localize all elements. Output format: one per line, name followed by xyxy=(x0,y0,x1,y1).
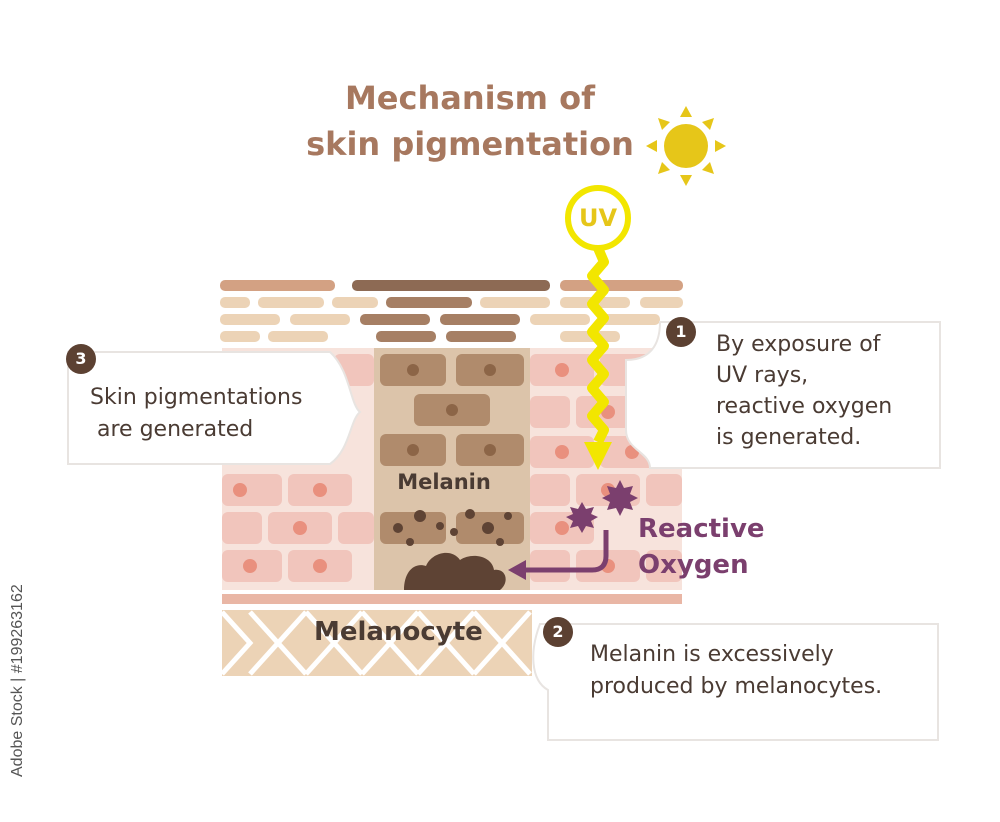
step-3-line-2: are generated xyxy=(90,417,254,442)
step-3-badge: 3 xyxy=(66,344,96,374)
dermis xyxy=(220,610,532,676)
reactive-oxygen-label-line-1: Reactive xyxy=(638,514,765,544)
page-title-line-2: skin pigmentation xyxy=(306,125,634,163)
step-2-line-2: produced by melanocytes. xyxy=(590,674,883,699)
step-1-line-3: reactive oxygen xyxy=(716,394,893,419)
step-2-badge: 2 xyxy=(543,617,573,647)
step-3-box xyxy=(67,351,362,465)
stock-watermark: Adobe Stock | #199263162 xyxy=(9,584,26,777)
reactive-oxygen-arrow xyxy=(508,530,609,580)
sun-icon xyxy=(646,106,726,186)
melanin-cells xyxy=(380,354,524,544)
melanocyte-label: Melanocyte xyxy=(314,617,483,647)
step-1-line-4: is generated. xyxy=(716,425,862,450)
step-2-box xyxy=(532,623,939,741)
melanin-column xyxy=(374,348,530,590)
step-1-line-2: UV rays, xyxy=(716,363,809,388)
uv-arrow xyxy=(565,185,631,470)
step-1-badge: 1 xyxy=(666,317,696,347)
melanin-granules xyxy=(393,509,512,546)
skin-surface-layers xyxy=(220,280,683,342)
melanin-label: Melanin xyxy=(397,470,491,494)
melanocyte-cell xyxy=(404,552,506,590)
step-1-line-1: By exposure of xyxy=(716,332,881,357)
step-3-line-1: Skin pigmentations xyxy=(90,385,303,410)
step-2-line-1: Melanin is excessively xyxy=(590,642,834,667)
melanin-cell-nuclei xyxy=(407,364,496,456)
uv-label: UV xyxy=(578,204,618,232)
reactive-oxygen-icon xyxy=(566,480,638,533)
reactive-oxygen-label-line-2: Oxygen xyxy=(638,550,749,580)
step-1-box xyxy=(625,321,941,469)
page-title-line-1: Mechanism of xyxy=(344,79,596,117)
basal-line xyxy=(222,594,682,604)
